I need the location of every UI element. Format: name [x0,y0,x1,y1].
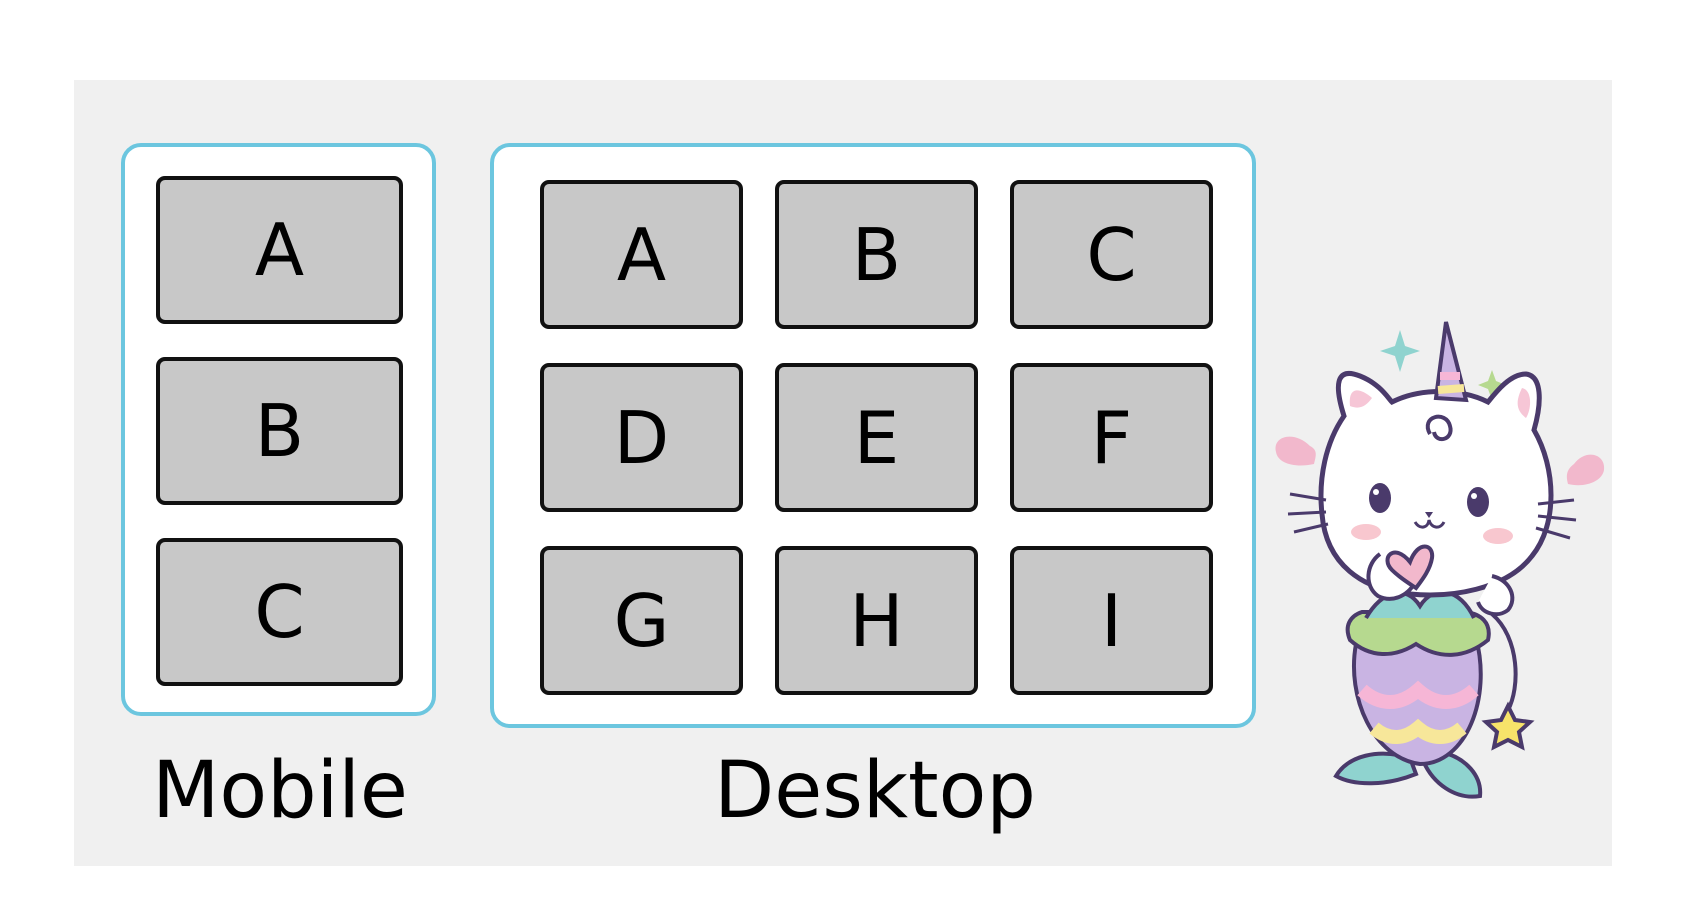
desktop-cell-i: I [1010,546,1213,695]
desktop-cell-h: H [775,546,978,695]
mobile-cell-a: A [156,176,403,324]
desktop-cell-d: D [540,363,743,512]
mobile-cell-b: B [156,357,403,505]
desktop-cell-e: E [775,363,978,512]
unicorn-mermaid-cat-icon [1275,321,1605,799]
desktop-cell-b: B [775,180,978,329]
desktop-cell-g: G [540,546,743,695]
mobile-cell-c: C [156,538,403,686]
mobile-caption: Mobile [152,746,408,836]
desktop-caption: Desktop [714,746,1036,836]
desktop-cell-a: A [540,180,743,329]
desktop-cell-f: F [1010,363,1213,512]
desktop-cell-c: C [1010,180,1213,329]
